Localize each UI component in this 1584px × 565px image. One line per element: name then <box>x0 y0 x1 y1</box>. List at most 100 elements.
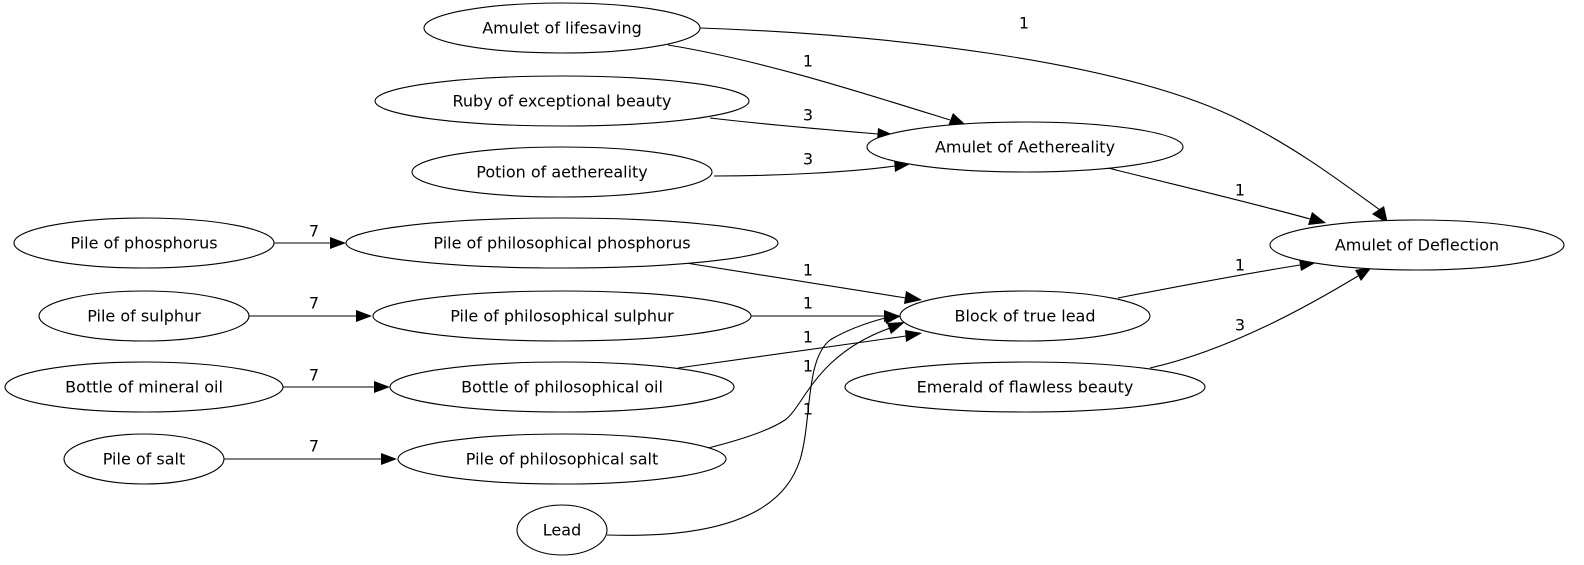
node-label: Lead <box>543 521 581 540</box>
edge-quantity-label: 1 <box>803 328 813 347</box>
arrowhead-icon <box>884 312 901 324</box>
node-ellipse <box>345 217 779 269</box>
edge-ruby-to-amulet-aethereality: 3 <box>709 106 894 140</box>
node-ellipse <box>423 2 701 54</box>
arrowhead-icon <box>1372 206 1388 224</box>
edge-quantity-label: 7 <box>309 366 319 385</box>
edge-bottle-mineral-oil-to-phil-oil: 7 <box>283 366 390 393</box>
edge-quantity-label: 1 <box>803 52 813 71</box>
arrowhead-icon <box>381 453 397 465</box>
node-pile-sulphur: Pile of sulphur <box>38 290 250 342</box>
arrowhead-icon <box>948 113 966 126</box>
arrowhead-icon <box>1308 212 1326 225</box>
node-phil-sulphur: Pile of philosophical sulphur <box>372 290 752 342</box>
node-label: Potion of aethereality <box>476 163 648 182</box>
edge-quantity-label: 1 <box>1235 256 1245 275</box>
node-label: Pile of philosophical phosphorus <box>433 234 690 253</box>
edge-line <box>1117 264 1301 299</box>
edge-line <box>667 44 951 121</box>
edge-amulet-lifesaving-to-amulet-aethereality: 1 <box>667 44 966 126</box>
node-amulet-aethereality: Amulet of Aethereality <box>866 121 1184 173</box>
node-ellipse <box>63 433 225 485</box>
node-potion-aethereality: Potion of aethereality <box>411 146 713 198</box>
node-label: Amulet of Deflection <box>1335 236 1499 255</box>
node-bottle-mineral-oil: Bottle of mineral oil <box>4 361 284 413</box>
edge-quantity-label: 3 <box>803 106 813 125</box>
edge-line <box>707 327 891 449</box>
node-lead: Lead <box>516 504 608 556</box>
node-phil-phosphorus: Pile of philosophical phosphorus <box>345 217 779 269</box>
node-amulet-lifesaving: Amulet of lifesaving <box>423 2 701 54</box>
node-ellipse <box>374 75 750 127</box>
node-label: Pile of salt <box>103 450 185 469</box>
node-ellipse <box>411 146 713 198</box>
edge-emerald-to-amulet-deflection: 3 <box>1149 267 1372 369</box>
node-ellipse <box>1269 219 1565 271</box>
node-emerald: Emerald of flawless beauty <box>844 361 1206 413</box>
node-ellipse <box>372 290 752 342</box>
arrowhead-icon <box>904 291 922 304</box>
edge-phil-oil-to-block-true-lead: 1 <box>677 328 922 369</box>
node-label: Pile of philosophical salt <box>466 450 658 469</box>
arrowhead-icon <box>1355 267 1372 281</box>
node-block-true-lead: Block of true lead <box>899 290 1151 342</box>
node-label: Pile of sulphur <box>87 307 201 326</box>
node-pile-phosphorus: Pile of phosphorus <box>13 217 275 269</box>
edge-quantity-label: 3 <box>1235 316 1245 335</box>
node-label: Amulet of lifesaving <box>482 19 642 38</box>
edge-quantity-label: 1 <box>803 261 813 280</box>
edge-line <box>1149 275 1359 369</box>
node-ruby: Ruby of exceptional beauty <box>374 75 750 127</box>
edge-pile-salt-to-phil-salt: 7 <box>224 437 397 465</box>
edge-amulet-lifesaving-to-amulet-deflection: 1 <box>699 14 1388 224</box>
arrowhead-icon <box>330 237 346 249</box>
node-ellipse <box>866 121 1184 173</box>
node-label: Pile of phosphorus <box>70 234 217 253</box>
edge-amulet-aethereality-to-amulet-deflection: 1 <box>1107 167 1326 225</box>
node-ellipse <box>38 290 250 342</box>
edge-quantity-label: 7 <box>309 222 319 241</box>
node-phil-oil: Bottle of philosophical oil <box>389 361 735 413</box>
node-amulet-deflection: Amulet of Deflection <box>1269 219 1565 271</box>
arrowhead-icon <box>374 381 390 393</box>
edge-phil-phosphorus-to-block-true-lead: 1 <box>685 261 922 304</box>
edge-pile-phosphorus-to-phil-phosphorus: 7 <box>274 222 346 249</box>
edge-quantity-label: 1 <box>803 357 813 376</box>
edge-quantity-label: 1 <box>803 294 813 313</box>
edge-quantity-label: 7 <box>309 294 319 313</box>
arrowhead-icon <box>905 330 922 342</box>
edge-quantity-label: 7 <box>309 437 319 456</box>
node-phil-salt: Pile of philosophical salt <box>397 433 727 485</box>
arrowhead-icon <box>887 322 905 334</box>
edge-quantity-label: 1 <box>803 400 813 419</box>
node-pile-salt: Pile of salt <box>63 433 225 485</box>
node-ellipse <box>389 361 735 413</box>
edge-line <box>1107 167 1311 220</box>
node-ellipse <box>516 504 608 556</box>
edge-line <box>709 117 879 135</box>
edge-quantity-label: 1 <box>1019 14 1029 33</box>
edge-block-true-lead-to-amulet-deflection: 1 <box>1117 256 1317 299</box>
edge-pile-sulphur-to-phil-sulphur: 7 <box>249 294 372 322</box>
node-label: Pile of philosophical sulphur <box>450 307 674 326</box>
node-ellipse <box>397 433 727 485</box>
edge-quantity-label: 3 <box>803 150 813 169</box>
node-ellipse <box>4 361 284 413</box>
edge-quantity-label: 1 <box>1235 181 1245 200</box>
node-label: Bottle of mineral oil <box>65 378 223 397</box>
edge-line <box>606 317 886 536</box>
node-ellipse <box>13 217 275 269</box>
edge-line <box>699 27 1381 211</box>
edge-phil-salt-to-block-true-lead: 1 <box>707 322 905 449</box>
edge-line <box>677 335 907 369</box>
node-label: Block of true lead <box>954 307 1095 326</box>
node-label: Bottle of philosophical oil <box>461 378 663 397</box>
node-ellipse <box>844 361 1206 413</box>
edge-line <box>685 262 907 299</box>
edge-lead-to-block-true-lead: 1 <box>606 312 901 536</box>
edge-phil-sulphur-to-block-true-lead: 1 <box>751 294 900 322</box>
node-label: Amulet of Aethereality <box>935 138 1115 157</box>
